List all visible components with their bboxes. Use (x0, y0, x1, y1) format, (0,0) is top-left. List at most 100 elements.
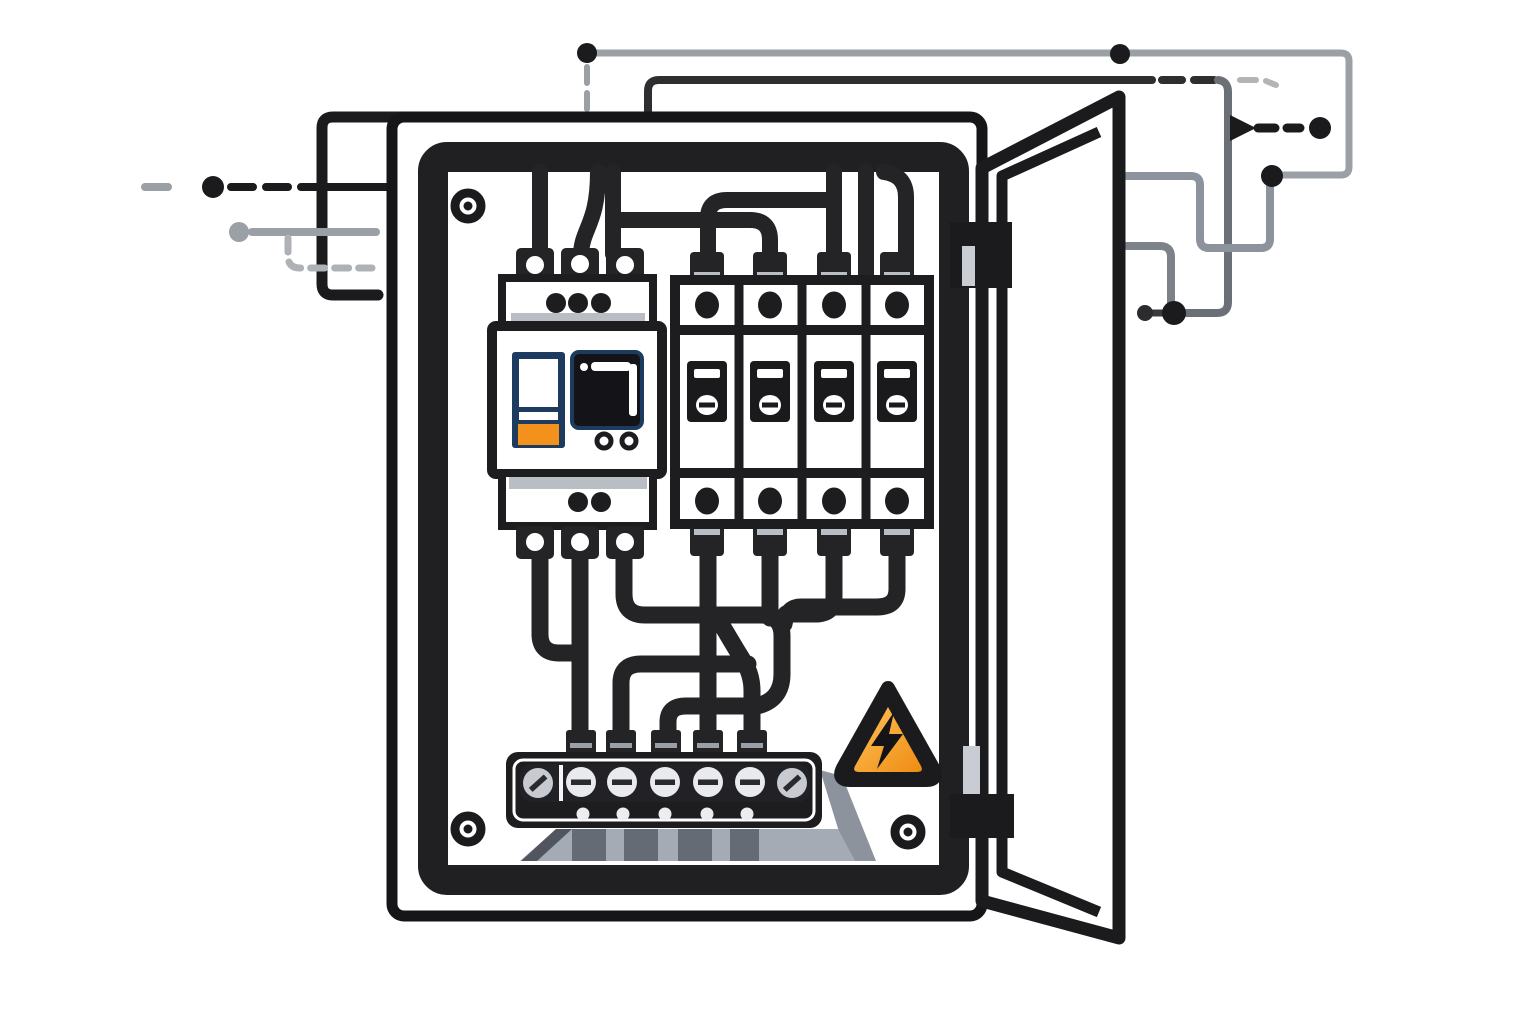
shadow-strip (511, 313, 645, 324)
shadow-leg (572, 829, 606, 861)
tab-slot (697, 743, 719, 748)
screw-slot (612, 779, 632, 785)
contact-dot (591, 492, 611, 512)
tab-slot (757, 529, 783, 535)
switch-window (519, 359, 558, 407)
indicator-dot (740, 807, 754, 821)
wire-breaker1-loop (700, 192, 842, 268)
external-wiring-left (141, 111, 409, 301)
contact-dot (758, 487, 782, 515)
contact-dot (568, 492, 588, 512)
tab-slot (821, 529, 847, 535)
wire-feed-breaker4 (876, 164, 914, 266)
din-breaker-row (670, 252, 934, 556)
wire-zigzag-gray (1123, 172, 1274, 252)
indicator-led (594, 431, 614, 451)
shadow-left-dark (521, 829, 572, 861)
screw-slot (655, 779, 675, 785)
terminal-hole (616, 256, 634, 274)
arrow-icon (1230, 115, 1256, 141)
corner-screws (450, 188, 926, 850)
wire-top-gray (583, 49, 1353, 179)
warning-icon (834, 681, 942, 787)
switch-bar (519, 412, 558, 420)
tab-slot (694, 529, 720, 535)
hinge-slot (963, 746, 980, 796)
indicator-led (619, 431, 639, 451)
main-breaker-top-terminals (516, 248, 644, 282)
wire-feed-breaker2 (605, 212, 778, 266)
display-dot (580, 363, 588, 371)
indicator-dot (700, 807, 714, 821)
breaker-toggle-2 (750, 361, 790, 422)
wire-bracket-left (316, 111, 409, 301)
shadow-leg (624, 829, 658, 861)
breaker-section-dividers (679, 325, 925, 478)
screw-center (463, 824, 473, 834)
tab-slot (570, 743, 592, 748)
tab-slot (655, 743, 677, 748)
door-inner-line (996, 126, 1102, 918)
screw-slot (782, 774, 802, 792)
connection-dot-gray (229, 222, 249, 242)
indicator-dot (576, 807, 590, 821)
hinge-block-top (950, 222, 1012, 288)
internal-wires-top (532, 164, 914, 292)
indicator-dot (658, 807, 672, 821)
contact-dot (591, 293, 611, 313)
contact-dot (885, 291, 909, 319)
terminal-hole (616, 533, 634, 551)
contact-dot (885, 487, 909, 515)
wire-dashed-gray-left (284, 234, 376, 272)
status-indicator-orange (518, 424, 559, 445)
contact-dot (546, 293, 566, 313)
display-highlight-bar (591, 362, 631, 371)
wire-out-mid (612, 655, 757, 745)
terminal-indicator-dots (576, 807, 754, 821)
terminal-block (506, 730, 822, 828)
screw-slot (698, 779, 718, 785)
lightning-bolt-icon (871, 712, 903, 769)
tab-slot (610, 743, 632, 748)
connection-dot (1162, 301, 1186, 325)
breaker-toggle-3 (814, 361, 854, 422)
contact-dot (695, 291, 719, 319)
screw-slot (571, 779, 591, 785)
breaker-toggle-4 (877, 361, 917, 422)
shadow-leg (678, 829, 712, 861)
indicator-dot (616, 807, 630, 821)
terminal-hole (571, 255, 589, 273)
screw-center (903, 827, 913, 837)
connection-dot-small (1137, 305, 1153, 321)
terminal-divider (559, 765, 563, 801)
wire-main-in-2 (573, 164, 606, 262)
screw-slot (528, 774, 548, 792)
hinge-block-bottom (950, 794, 1014, 838)
contact-dot (568, 293, 588, 313)
external-wiring-right (577, 43, 1353, 325)
shadow-right (820, 770, 876, 861)
shadow-leg (730, 829, 759, 861)
wire-vertical-gray (1176, 76, 1232, 317)
wire-out-1 (531, 543, 582, 662)
door-panel (975, 90, 1126, 945)
terminal-hole (571, 533, 589, 551)
wire-top-dark (644, 76, 1156, 116)
contact-dot (822, 291, 846, 319)
terminal-hole (526, 533, 544, 551)
hinge-slot (962, 246, 975, 286)
door-hinges (950, 222, 1014, 838)
breaker-dividers (734, 284, 871, 520)
enclosure-door (950, 90, 1126, 945)
screw-slot (740, 779, 760, 785)
connection-dot (1110, 44, 1130, 64)
main-breaker-bottom-terminals (516, 526, 644, 559)
shadow-legs (572, 829, 759, 861)
terminal-block-tabs (566, 730, 767, 757)
internal-wires-bottom (531, 543, 906, 745)
connection-dot (1261, 165, 1283, 187)
connection-dot (577, 43, 597, 63)
terminal-screws (523, 765, 807, 801)
